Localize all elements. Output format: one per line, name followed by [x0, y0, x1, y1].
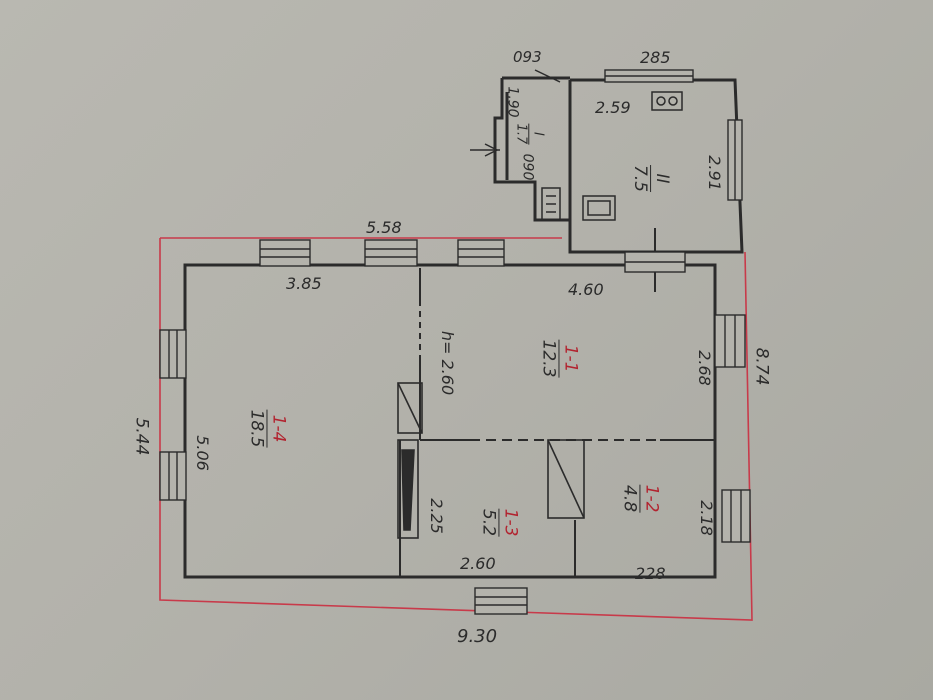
windows	[159, 69, 751, 615]
room-area: 4.8	[619, 484, 641, 513]
partitions	[399, 228, 715, 577]
burner-right-icon	[668, 96, 678, 106]
room-id: 1-1	[560, 344, 581, 373]
room-id: 1-3	[500, 508, 521, 537]
dim-room4-top: 3.85	[286, 274, 322, 293]
window-bottom	[474, 587, 528, 615]
room-id: 1-2	[641, 484, 662, 513]
sink-basin-icon	[587, 200, 611, 216]
room-area: 1.7	[512, 123, 530, 145]
window-annex-right	[727, 119, 743, 201]
window-right-1	[714, 314, 746, 368]
dim-total-width: 9.30	[457, 626, 498, 647]
porch-door-swing	[534, 69, 561, 83]
stove	[397, 382, 585, 539]
heater-diagonal	[547, 439, 585, 519]
window-top-1	[259, 239, 311, 267]
dim-room4-height: 5.06	[192, 435, 212, 471]
room-area: 7.5	[629, 165, 652, 193]
window-left-2	[159, 451, 187, 501]
dim-annex-top-width: 285	[640, 48, 671, 67]
room-id: II	[652, 173, 673, 184]
sink-icon	[582, 195, 616, 221]
dim-ceiling-height: h= 2.60	[438, 330, 458, 396]
window-top-2	[364, 239, 418, 267]
red-outline	[159, 237, 753, 621]
dim-annex-room-width: 2.59	[595, 98, 631, 117]
dim-room3-height: 2.25	[426, 498, 446, 534]
room-label-II: II 7.5	[629, 165, 673, 193]
room-area: 5.2	[478, 508, 500, 537]
room-id: 1-4	[268, 414, 289, 443]
kitchen-fixtures	[470, 69, 683, 221]
main-outer-wall	[183, 263, 717, 579]
dim-room1-height: 2.68	[694, 350, 714, 386]
dim-porch-top-width: 093	[513, 48, 542, 66]
room-id: I	[530, 132, 546, 136]
room-label-1-3: 1-3 5.2	[478, 508, 521, 537]
stove-top-diagonal	[397, 382, 423, 434]
dim-porch-bottom: 090	[519, 153, 536, 181]
porch-outer-wall	[493, 78, 570, 222]
stove-fill	[401, 449, 415, 531]
stove-burner-icon	[651, 91, 683, 111]
entry-arrow-head	[484, 143, 499, 157]
dim-room3-width: 2.60	[460, 554, 496, 573]
heater	[547, 439, 585, 519]
dim-room2-height: 2.18	[696, 500, 716, 536]
dim-annex-room-height: 2.91	[704, 155, 724, 191]
main-walls	[183, 76, 744, 579]
burner-left-icon	[656, 96, 666, 106]
stove-top	[397, 382, 423, 434]
red-outline-main	[159, 238, 753, 621]
room-label-1-4: 1-4 18.5	[246, 409, 289, 448]
dim-porch-side: 1.90	[504, 86, 521, 118]
room-area: 18.5	[246, 409, 268, 448]
window-annex-bottom	[624, 251, 686, 273]
window-left-1	[159, 329, 187, 379]
window-top-3	[457, 239, 505, 267]
window-right-2	[721, 489, 751, 543]
room-label-1-1: 1-1 12.3	[538, 339, 581, 378]
dim-top-width-main: 5.58	[366, 218, 402, 237]
dim-room2-width: 228	[635, 564, 666, 583]
window-annex-top	[604, 69, 694, 83]
dim-total-height-left: 5.44	[131, 417, 152, 456]
cabinet-icon	[541, 187, 561, 221]
room-label-I: I 1.7	[512, 123, 546, 145]
room-label-1-2: 1-2 4.8	[619, 484, 662, 513]
room-area: 12.3	[538, 339, 560, 378]
dim-total-height-right: 8.74	[751, 347, 772, 386]
dim-room1-top: 4.60	[568, 280, 604, 299]
stove-bottom	[397, 439, 419, 539]
